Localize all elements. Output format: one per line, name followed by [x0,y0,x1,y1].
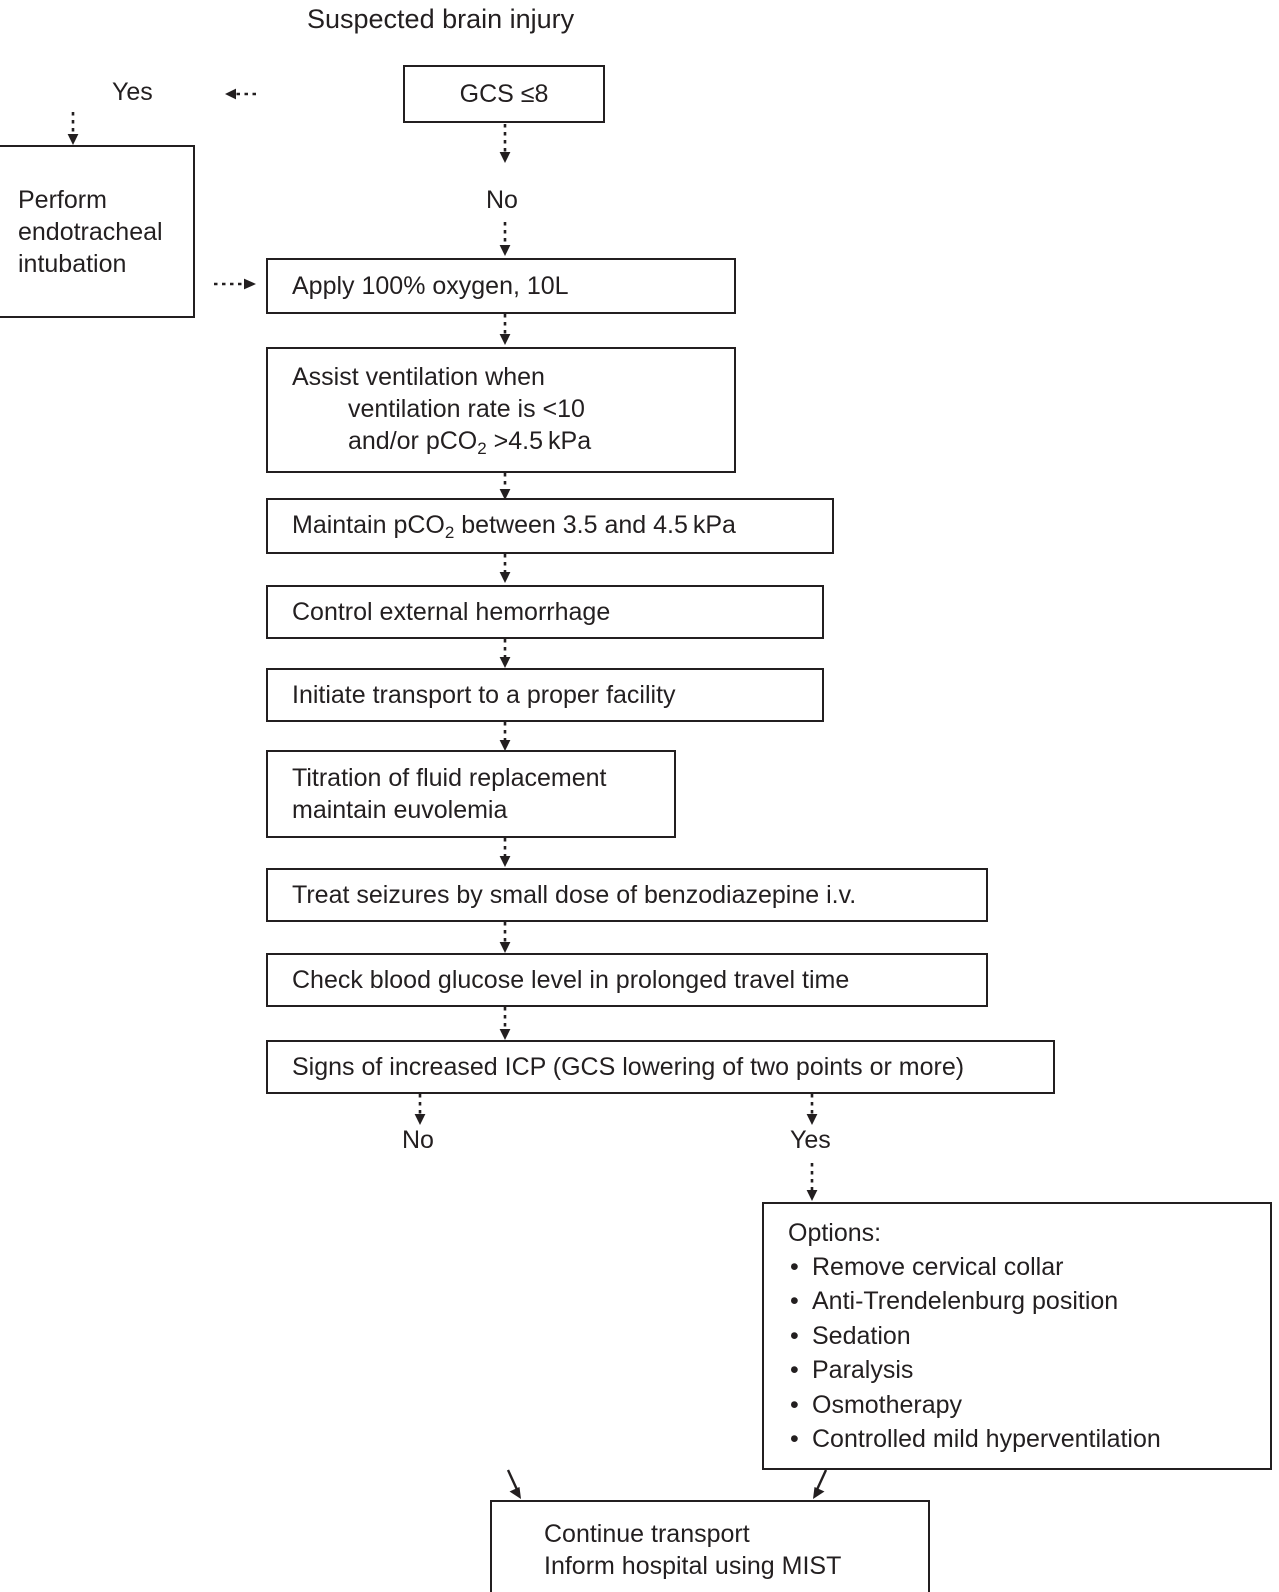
node-maintain-pco2: Maintain pCO2 between 3.5 and 4.5 kPa [266,498,834,554]
edge-label-gcs-yes: Yes [112,78,153,106]
node-gcs: GCS ≤8 [403,65,605,123]
edge-label-gcs-no: No [486,186,518,214]
node-initiate-transport: Initiate transport to a proper facility [266,668,824,722]
edge-label-icp-no: No [402,1126,434,1154]
arrow-no-to-continue-icon [500,1468,534,1504]
arrow-no-to-oxygen-icon [494,222,516,260]
option-label: Controlled mild hyperventilation [812,1424,1161,1453]
node-icp: Signs of increased ICP (GCS lowering of … [266,1040,1055,1094]
options-heading: Options: [788,1218,882,1247]
list-item: • Remove cervical collar [788,1250,1270,1284]
node-maintain-pco2-text: Maintain pCO2 between 3.5 and 4.5 kPa [292,510,736,542]
option-label: Remove cervical collar [812,1253,1064,1282]
page-title: Suspected brain injury [307,4,575,34]
node-assist-ventilation: Assist ventilation when ventilation rate… [266,347,736,473]
bullet-icon: • [790,1390,799,1419]
arrow-assist-to-maintain-icon [494,473,516,503]
arrow-transport-to-fluid-icon [494,722,516,754]
edge-label-icp-yes: Yes [790,1126,831,1154]
node-gcs-label: GCS ≤8 [459,80,549,108]
node-assist-ventilation-text: Assist ventilation when ventilation rate… [292,362,592,458]
node-icp-label: Signs of increased ICP (GCS lowering of … [292,1053,965,1081]
node-continue-transport: Continue transport Inform hospital using… [490,1500,930,1592]
bullet-icon: • [790,1287,799,1316]
node-seizures: Treat seizures by small dose of benzodia… [266,868,988,922]
arrow-yes-to-options-icon [801,1163,823,1205]
node-fluid-titration: Titration of fluid replacement maintain … [266,750,676,838]
node-hemorrhage: Control external hemorrhage [266,585,824,639]
arrow-icp-to-no-icon [409,1094,431,1128]
node-options: Options: • Remove cervical collar • Anti-T… [762,1202,1272,1470]
list-item: • Controlled mild hyperventilation [788,1422,1270,1456]
node-glucose-label: Check blood glucose level in prolonged t… [292,966,850,994]
arrow-seizures-to-glucose-icon [494,922,516,956]
list-item: • Sedation [788,1319,1270,1353]
list-item: • Paralysis [788,1353,1270,1387]
bullet-icon: • [790,1253,799,1282]
node-glucose: Check blood glucose level in prolonged t… [266,953,988,1007]
node-oxygen: Apply 100% oxygen, 10L [266,258,736,314]
bullet-icon: • [790,1321,799,1350]
option-label: Osmotherapy [812,1390,963,1419]
option-label: Anti-Trendelenburg position [812,1287,1119,1316]
arrow-yes-to-intubation-icon [62,112,84,148]
node-fluid-titration-text: Titration of fluid replacement maintain … [292,764,607,824]
arrow-fluid-to-seizures-icon [494,838,516,870]
arrow-options-to-continue-icon [800,1468,834,1504]
arrow-gcs-to-yes-icon [212,84,258,104]
option-label: Sedation [812,1321,911,1350]
node-options-content: Options: • Remove cervical collar • Anti-T… [764,1216,1270,1457]
bullet-icon: • [790,1356,799,1385]
assist-line3: and/or pCO2 >4.5 kPa [348,426,592,458]
options-list: • Remove cervical collar • Anti-Trendelenb… [788,1250,1270,1456]
arrow-maintain-to-hemorrhage-icon [494,554,516,586]
arrow-hemorrhage-to-transport-icon [494,639,516,671]
arrow-oxygen-to-assist-icon [494,314,516,348]
bullet-icon: • [790,1424,799,1453]
node-continue-transport-text: Continue transport Inform hospital using… [544,1520,842,1580]
node-hemorrhage-label: Control external hemorrhage [292,598,611,626]
node-intubation: Perform endotracheal intubation [0,145,195,318]
list-item: • Anti-Trendelenburg position [788,1284,1270,1318]
option-label: Paralysis [812,1356,914,1385]
node-intubation-text: Perform endotracheal intubation [18,185,163,278]
node-initiate-transport-label: Initiate transport to a proper facility [292,681,676,709]
list-item: • Osmotherapy [788,1388,1270,1422]
arrow-gcs-to-no-icon [494,124,516,166]
arrow-intubation-to-oxygen-icon [212,274,260,294]
arrow-glucose-to-icp-icon [494,1007,516,1043]
node-oxygen-label: Apply 100% oxygen, 10L [292,272,569,300]
node-seizures-label: Treat seizures by small dose of benzodia… [292,881,857,909]
arrow-icp-to-yes-icon [801,1094,823,1128]
